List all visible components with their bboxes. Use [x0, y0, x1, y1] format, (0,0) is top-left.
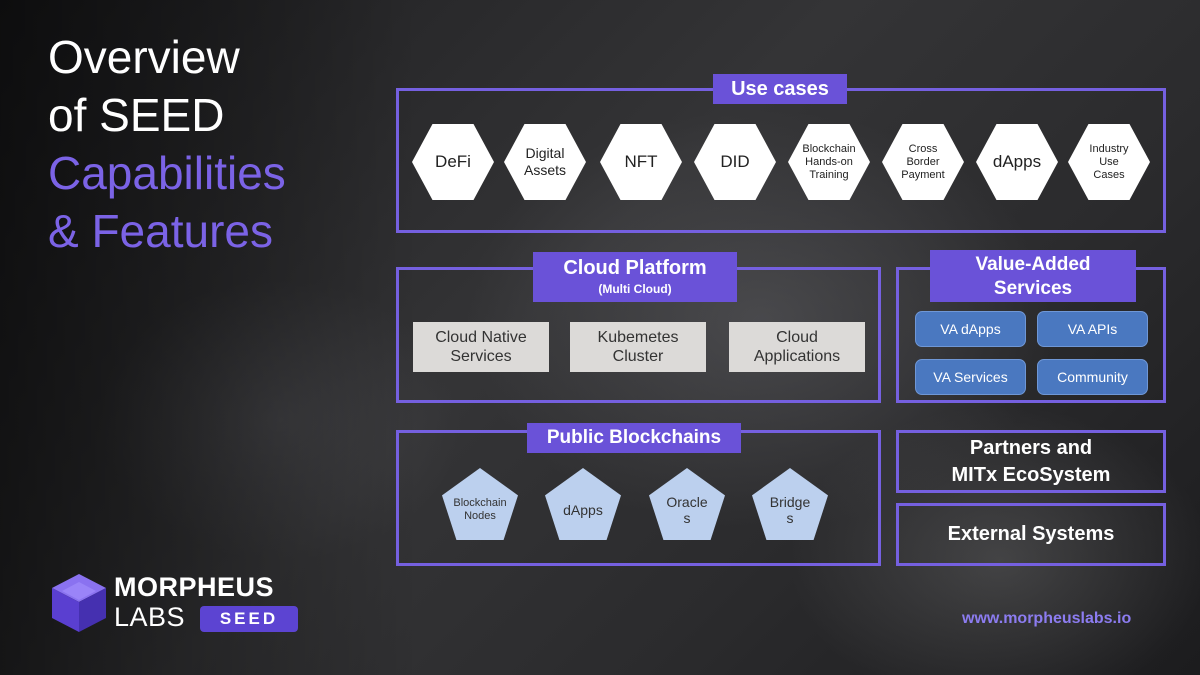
title-line-1: Overview [48, 31, 240, 83]
kubernetes-cluster-label: Kubemetes Cluster [597, 329, 679, 365]
public-blockchains-label: Public Blockchains [527, 423, 741, 453]
external-systems-label: External Systems [947, 523, 1115, 545]
use-cases-label: Use cases [713, 74, 847, 104]
bridges-label: Bridge s [769, 494, 811, 526]
value-added-label: Value-Added Services [930, 250, 1136, 302]
partners-ecosystem-label: Partners and MITx EcoSystem [951, 436, 1111, 486]
partners-ecosystem-box: Partners and MITx EcoSystem [896, 430, 1166, 493]
blockchain-dapps-label: dApps [563, 502, 603, 518]
morpheus-cube-icon [52, 574, 106, 632]
website-link[interactable]: www.morpheuslabs.io [962, 610, 1132, 627]
use-case-did-label: DID [720, 152, 750, 171]
use-case-did: DID [694, 124, 776, 200]
va-apis-button[interactable]: VA APIs [1037, 311, 1148, 347]
brand-name-line-1: MORPHEUS [114, 572, 275, 602]
use-case-defi-label: DeFi [435, 152, 471, 171]
use-case-digital-assets-label: Digital Assets [523, 145, 566, 178]
cloud-applications-label: Cloud Applications [753, 329, 841, 365]
page-title: Overview of SEED Capabilities & Features [48, 28, 286, 260]
use-case-cross-border-payment-label: Cross Border Payment [901, 142, 945, 181]
cloud-applications: Cloud Applications [729, 322, 865, 372]
cloud-native-services-label: Cloud Native Services [435, 329, 527, 365]
oracles-label: Oracle s [666, 494, 708, 526]
title-line-3: Capabilities [48, 147, 286, 199]
use-case-nft: NFT [600, 124, 682, 200]
use-case-blockchain-training-label: Blockchain Hands-on Training [802, 142, 856, 181]
brand-name-line-2: LABS [114, 602, 186, 632]
title-line-2: of SEED [48, 89, 225, 141]
use-case-dapps-label: dApps [992, 152, 1042, 171]
kubernetes-cluster: Kubemetes Cluster [570, 322, 706, 372]
use-case-cross-border-payment: Cross Border Payment [882, 124, 964, 200]
title-line-4: & Features [48, 205, 273, 257]
cloud-platform-title: Cloud Platform [563, 257, 707, 279]
external-systems-box: External Systems [896, 503, 1166, 566]
va-dapps-button[interactable]: VA dApps [915, 311, 1026, 347]
cloud-platform-subtitle: (Multi Cloud) [598, 282, 672, 296]
seed-badge: SEED [200, 606, 298, 632]
use-case-digital-assets: Digital Assets [504, 124, 586, 200]
use-case-industry-label: Industry Use Cases [1089, 142, 1129, 181]
cloud-native-services: Cloud Native Services [413, 322, 549, 372]
use-case-blockchain-training: Blockchain Hands-on Training [788, 124, 870, 200]
background-shade [0, 0, 420, 675]
community-button[interactable]: Community [1037, 359, 1148, 395]
blockchain-nodes-label: Blockchain Nodes [453, 497, 507, 522]
va-services-button[interactable]: VA Services [915, 359, 1026, 395]
use-case-nft-label: NFT [624, 152, 658, 171]
cloud-platform-label: Cloud Platform (Multi Cloud) [533, 252, 737, 302]
